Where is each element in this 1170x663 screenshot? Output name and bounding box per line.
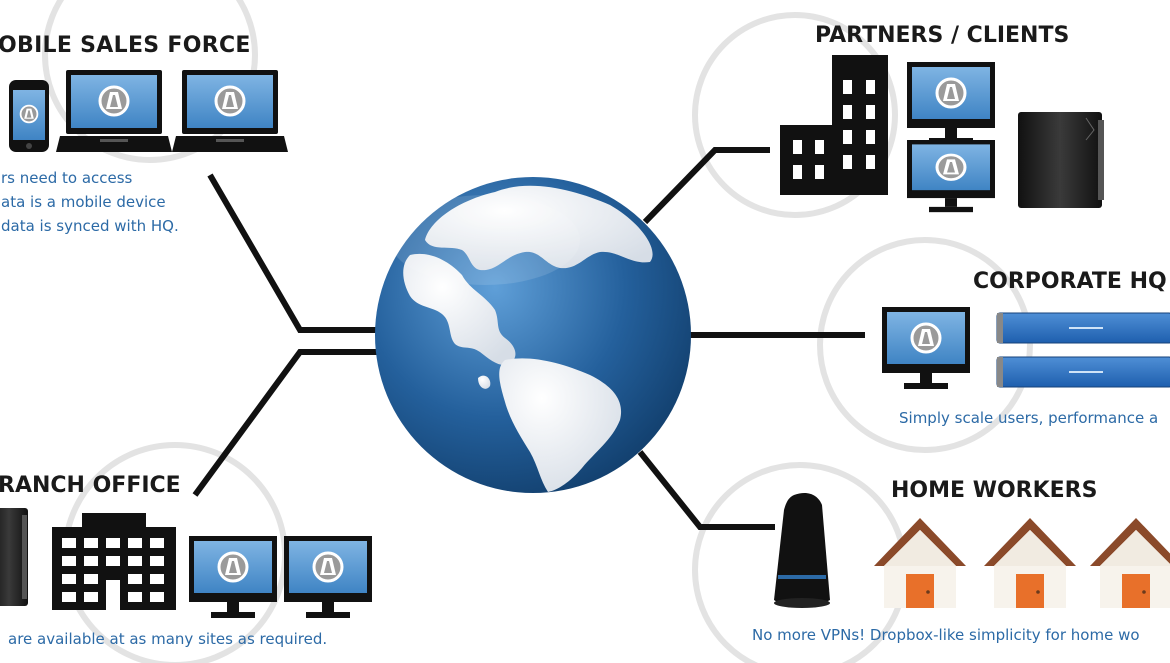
desktop-monitor-icon — [907, 140, 995, 212]
home-workers-title: HOME WORKERS — [891, 478, 1097, 503]
laptop-icon — [56, 70, 172, 152]
mobile-sales-title: OBILE SALES FORCE — [0, 33, 251, 58]
corporate-desc: Simply scale users, performance a — [899, 409, 1158, 427]
smartphone-icon — [9, 80, 49, 152]
home-appliance-icon — [774, 493, 830, 608]
partners-devices — [780, 55, 1104, 212]
branch-desc: are available at as many sites as requir… — [8, 630, 327, 648]
desktop-monitor-icon — [907, 62, 995, 144]
house-icon — [874, 518, 966, 608]
house-icon — [1090, 518, 1170, 608]
rack-server-icon — [996, 356, 1170, 388]
laptop-icon — [172, 70, 288, 152]
partners-title: PARTNERS / CLIENTS — [815, 23, 1069, 48]
mobile-devices — [9, 70, 288, 152]
corporate-title: CORPORATE HQ — [973, 269, 1167, 294]
corporate-devices — [882, 307, 1170, 389]
house-icon — [984, 518, 1076, 608]
mobile-desc-line-2: ata is a mobile device — [1, 193, 166, 211]
branch-title: RANCH OFFICE — [0, 473, 181, 498]
desktop-monitor-icon — [882, 307, 970, 389]
mobile-desc-line-1: rs need to access — [1, 169, 133, 187]
home-devices — [774, 493, 1170, 608]
office-building-icon — [780, 55, 888, 195]
globe-icon — [375, 177, 691, 493]
home-desc: No more VPNs! Dropbox-like simplicity fo… — [752, 626, 1140, 644]
connector-lines — [192, 147, 865, 530]
desktop-monitor-icon — [189, 536, 277, 618]
server-tower-icon — [0, 508, 28, 606]
rack-server-icon — [996, 312, 1170, 344]
desktop-monitor-icon — [284, 536, 372, 618]
branch-devices — [0, 508, 372, 618]
office-building-icon — [52, 513, 176, 610]
mobile-desc-line-3: data is synced with HQ. — [1, 217, 179, 235]
server-tower-icon — [1018, 112, 1104, 208]
